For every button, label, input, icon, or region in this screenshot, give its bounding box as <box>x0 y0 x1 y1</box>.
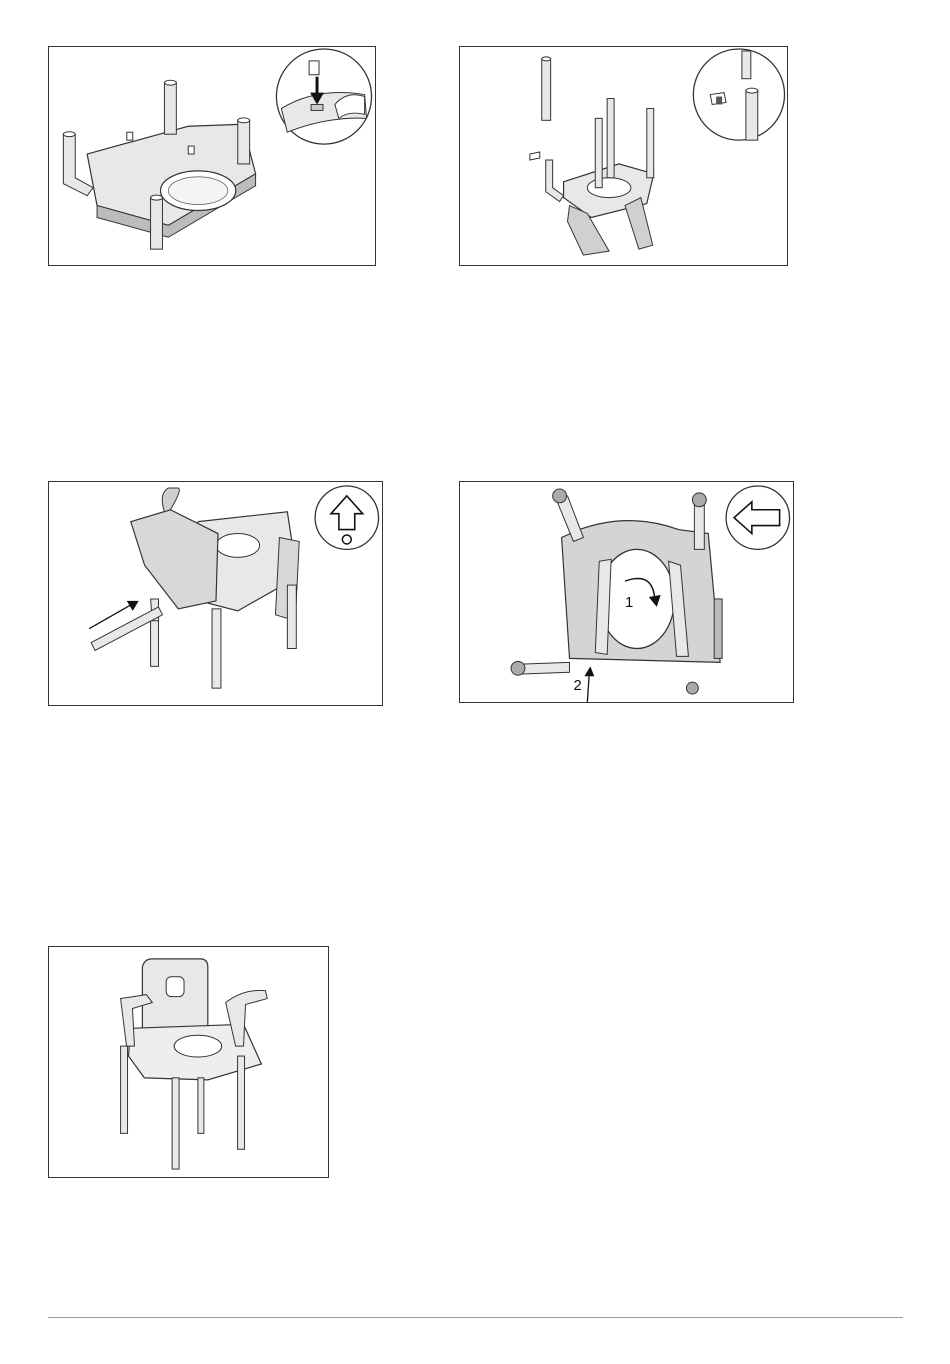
figure-1-seat-frame-with-legs <box>48 46 376 266</box>
arrow-up-unlock-icon <box>315 486 378 549</box>
figure-5-assembled-chair <box>48 946 329 1178</box>
step-label-2: 2 <box>573 678 581 694</box>
arrow-left-icon <box>726 486 789 549</box>
figure-2-illustration <box>460 47 787 265</box>
figure-3-illustration <box>49 482 382 705</box>
step-label-1: 1 <box>625 595 633 611</box>
figure-2-tube-plug-assembly <box>459 46 788 266</box>
figure-4-seat-underside-rotation: 1 2 <box>459 481 794 703</box>
figure-4-illustration: 1 2 <box>460 482 793 702</box>
figure-3-armrest-insertion <box>48 481 383 706</box>
footer-divider <box>48 1317 903 1318</box>
tube-plug-detail-icon <box>693 49 784 140</box>
figure-5-illustration <box>49 947 328 1177</box>
clip-insert-detail-icon <box>276 49 371 144</box>
figure-1-illustration <box>49 47 375 265</box>
